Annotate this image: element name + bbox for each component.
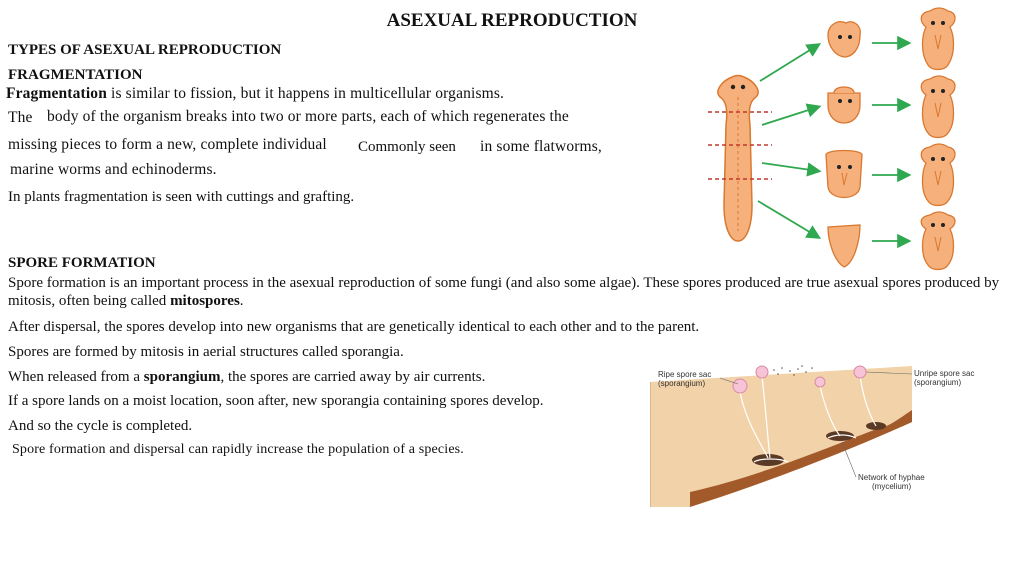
label-unripe-2: (sporangium): [914, 378, 961, 387]
spore-paragraph-2: After dispersal, the spores develop into…: [8, 319, 700, 335]
frag-line-1-rest: is similar to fission, but it happens in…: [106, 85, 505, 102]
bread-crust: [690, 410, 912, 507]
sporangium-term: sporangium: [143, 369, 221, 385]
frag-line-1: Fragmentation is similar to fission, but…: [6, 85, 504, 103]
bread-top: [650, 366, 912, 507]
frag-line-2a: The: [8, 109, 33, 126]
spore-paragraph-5: If a spore lands on a moist location, so…: [8, 393, 544, 409]
sporangia: [732, 365, 867, 394]
frag-plants-line: In plants fragmentation is seen with cut…: [8, 189, 355, 205]
frag-line-3a: missing pieces to form a new, complete i…: [8, 136, 327, 153]
types-heading: TYPES OF ASEXUAL REPRODUCTION: [8, 42, 282, 58]
frag-line-4: marine worms and echinoderms.: [10, 161, 217, 178]
label-unripe-1: Unripe spore sac: [914, 369, 974, 378]
spore-paragraph-4: When released from a sporangium, the spo…: [8, 368, 485, 386]
frag-line-3c: in some flatworms,: [480, 138, 602, 155]
spore-paragraph-6: And so the cycle is completed.: [8, 418, 193, 434]
flatworm-fragmentation-figure: [708, 7, 956, 271]
label-ripe-1: Ripe spore sac: [658, 370, 711, 379]
label-hyphae-2: (mycelium): [872, 482, 911, 491]
slide-title: ASEXUAL REPRODUCTION: [386, 10, 638, 31]
spore-p4-end: , the spores are carried away by air cur…: [220, 369, 486, 385]
label-hyphae-1: Network of hyphae: [858, 473, 925, 482]
frag-term: Fragmentation: [6, 85, 107, 102]
spore-p4-text: When released from a: [8, 369, 144, 385]
spore-p1-end: .: [239, 293, 244, 309]
spore-p1-text: Spore formation is an important process …: [8, 275, 1000, 309]
fragmentation-heading: FRAGMENTATION: [8, 67, 143, 83]
hyphae-strands: [739, 375, 877, 463]
spore-paragraph-3: Spores are formed by mitosis in aerial s…: [8, 344, 404, 360]
regenerated-worms: [920, 7, 956, 271]
mitospores-term: mitospores: [170, 293, 240, 309]
spore-paragraph-7: Spore formation and dispersal can rapidl…: [12, 442, 464, 457]
spore-paragraph-1: Spore formation is an important process …: [8, 274, 1008, 310]
spore-heading: SPORE FORMATION: [8, 255, 156, 271]
bread-mould-figure: Ripe spore sac (sporangium) Unripe spore…: [650, 365, 974, 507]
frag-line-3b: Commonly seen: [358, 139, 456, 155]
label-ripe-2: (sporangium): [658, 379, 705, 388]
frag-line-2b: body of the organism breaks into two or …: [47, 108, 569, 125]
